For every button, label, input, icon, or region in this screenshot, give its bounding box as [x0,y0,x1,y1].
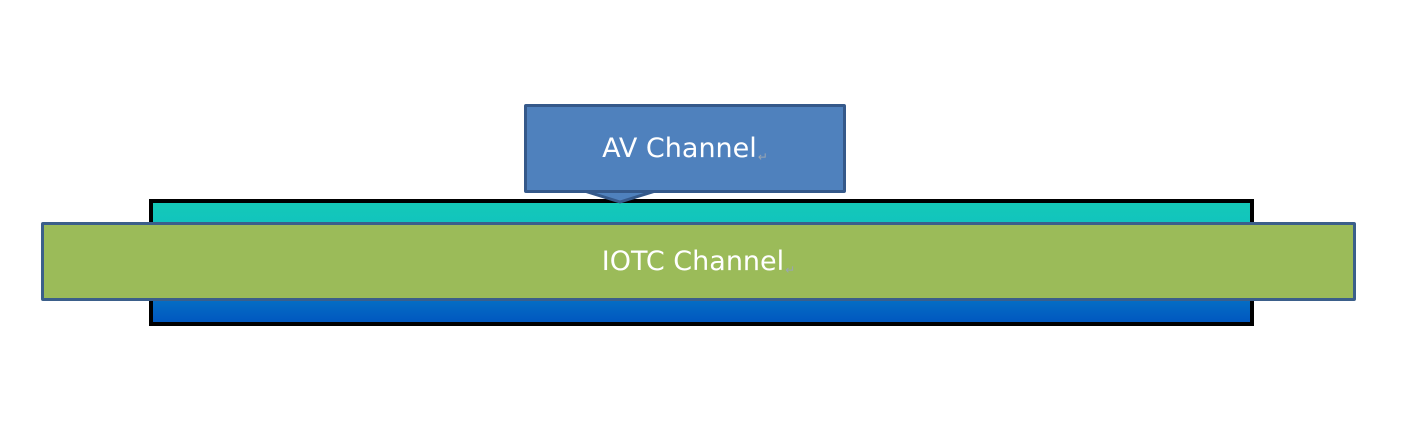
iotc-channel-bar: IOTC Channel↵ [41,222,1356,301]
iotc-channel-label: IOTC Channel↵ [602,248,795,276]
paragraph-mark-icon: ↵ [785,262,796,277]
iotc-channel-text: IOTC Channel [601,245,785,277]
paragraph-mark-icon: ↵ [757,149,768,164]
av-channel-callout: AV Channel↵ [524,104,846,193]
av-channel-label: AV Channel↵ [602,135,768,163]
av-channel-text: AV Channel [602,132,757,164]
